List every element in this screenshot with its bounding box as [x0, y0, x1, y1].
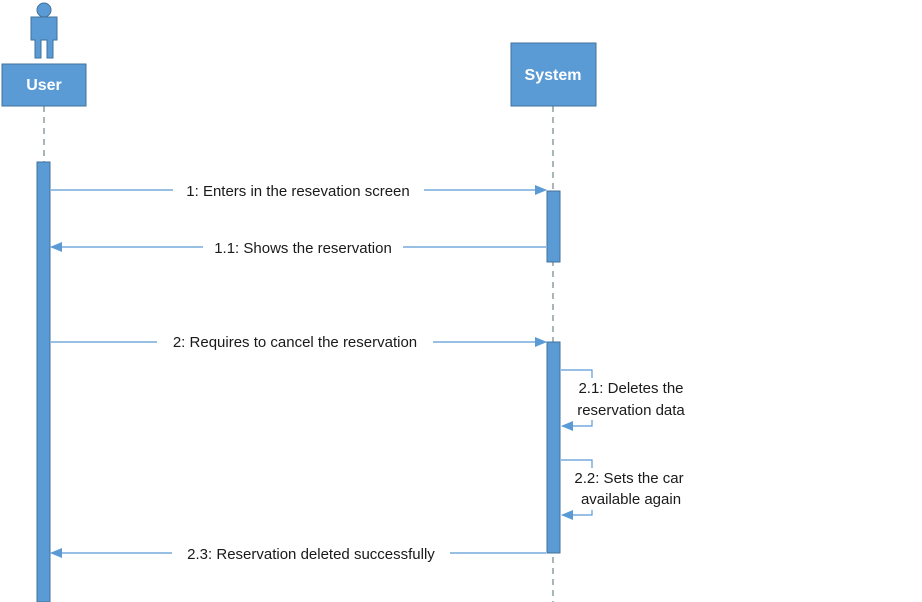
message-2-2[interactable]: 2.2: Sets the car available again: [561, 459, 692, 520]
message-2-1-label-line2: reservation data: [577, 402, 685, 419]
user-activation-bar: [36, 161, 51, 602]
message-2-3[interactable]: 2.3: Reservation deleted successfully: [50, 544, 546, 563]
message-2-label: 2: Requires to cancel the reservation: [173, 334, 417, 351]
participant-user[interactable]: User: [1, 63, 87, 107]
message-1-1-label: 1.1: Shows the reservation: [214, 240, 392, 257]
message-1[interactable]: 1: Enters in the resevation screen: [51, 181, 547, 200]
message-2[interactable]: 2: Requires to cancel the reservation: [51, 333, 547, 351]
message-1-label: 1: Enters in the resevation screen: [186, 183, 409, 200]
message-2-1[interactable]: 2.1: Deletes the reservation data: [561, 369, 694, 431]
message-2-3-label: 2.3: Reservation deleted successfully: [187, 546, 435, 563]
message-2-2-label-line2: available again: [581, 491, 681, 508]
system-activation-bar-2: [546, 341, 561, 554]
participant-user-label: User: [26, 77, 62, 94]
participant-system-label: System: [525, 67, 582, 84]
message-2-1-label-line1: 2.1: Deletes the: [578, 380, 683, 397]
user-actor-icon: [30, 2, 58, 59]
message-2-2-label-line1: 2.2: Sets the car: [574, 470, 683, 487]
participant-system[interactable]: System: [510, 42, 597, 107]
message-1-1[interactable]: 1.1: Shows the reservation: [50, 238, 546, 257]
system-activation-bar-1: [546, 190, 561, 263]
